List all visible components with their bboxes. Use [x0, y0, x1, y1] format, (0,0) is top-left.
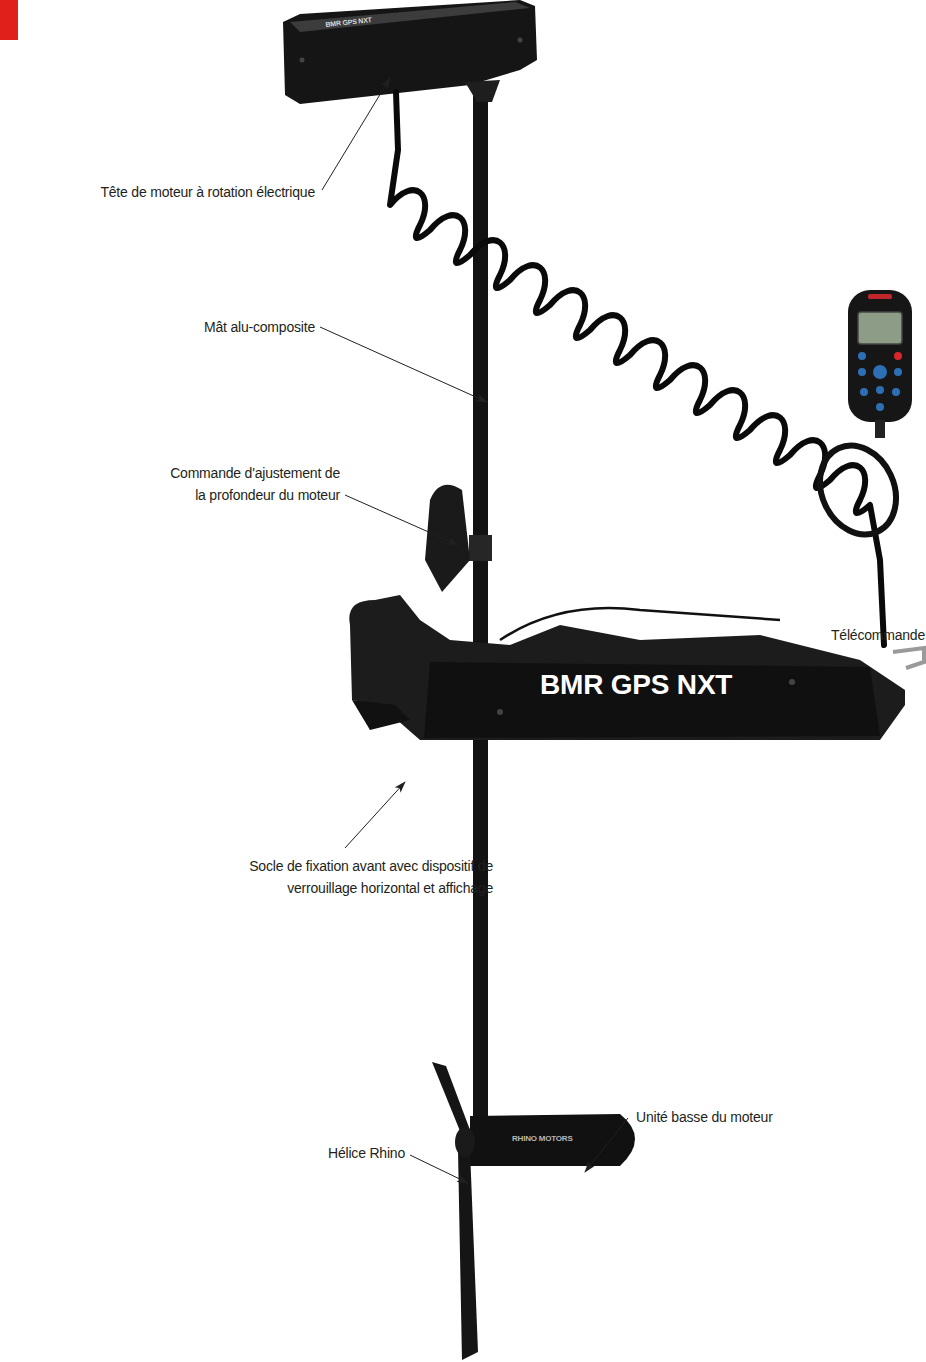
part-label: Unité basse du moteur: [636, 1106, 856, 1128]
remote-button: [894, 352, 902, 360]
coiled-cable: [390, 92, 884, 645]
remote-button: [894, 368, 902, 376]
part-label: Tête de moteur à rotation électrique: [15, 181, 315, 203]
leader-line: [585, 1118, 628, 1172]
part-label: Commande d'ajustement de la profondeur d…: [158, 462, 340, 506]
screw: [497, 709, 503, 715]
leader-line: [320, 327, 487, 402]
remote-body: [848, 290, 912, 422]
remote-button: [858, 368, 866, 376]
remote-button: [873, 365, 887, 379]
logo-text: RHINO MOTORS: [512, 1134, 602, 1144]
head-top-face: [290, 2, 530, 32]
remote-button: [876, 386, 884, 394]
part-label: Hélice Rhino: [245, 1142, 405, 1164]
logo-text: BMR GPS NXT: [540, 668, 780, 702]
depth-lever: [425, 485, 470, 592]
depth-collar: [469, 535, 492, 561]
leader-line: [345, 495, 458, 545]
logo-text: BMR GPS NXT: [325, 9, 435, 29]
part-label: Mât alu-composite: [95, 316, 315, 338]
remote-screen: [858, 312, 902, 344]
remote-button: [858, 352, 866, 360]
corner-mark: [0, 0, 18, 40]
leader-line: [410, 1155, 468, 1183]
remote-button: [892, 388, 900, 396]
head-neck: [465, 80, 500, 102]
screw: [518, 38, 523, 43]
propeller-blade: [432, 1062, 470, 1136]
base-panel: [424, 662, 880, 738]
screw: [789, 679, 795, 685]
propeller-hub: [455, 1127, 475, 1157]
remote-badge: [868, 294, 892, 299]
leader-line: [322, 78, 390, 190]
lanyard-clip: [875, 420, 885, 438]
screw: [300, 58, 305, 63]
base-handle: [893, 648, 924, 668]
base-claw: [352, 700, 410, 730]
propeller-blade: [458, 1150, 478, 1360]
motor-head: [283, 0, 537, 104]
remote-button: [876, 403, 884, 411]
part-label: Socle de fixation avant avec dispositif …: [183, 855, 493, 899]
lanyard: [806, 433, 910, 547]
mount-base: [349, 595, 905, 740]
part-label: Télécommande: [818, 624, 926, 646]
leader-line: [345, 782, 405, 848]
remote-button: [860, 388, 868, 396]
